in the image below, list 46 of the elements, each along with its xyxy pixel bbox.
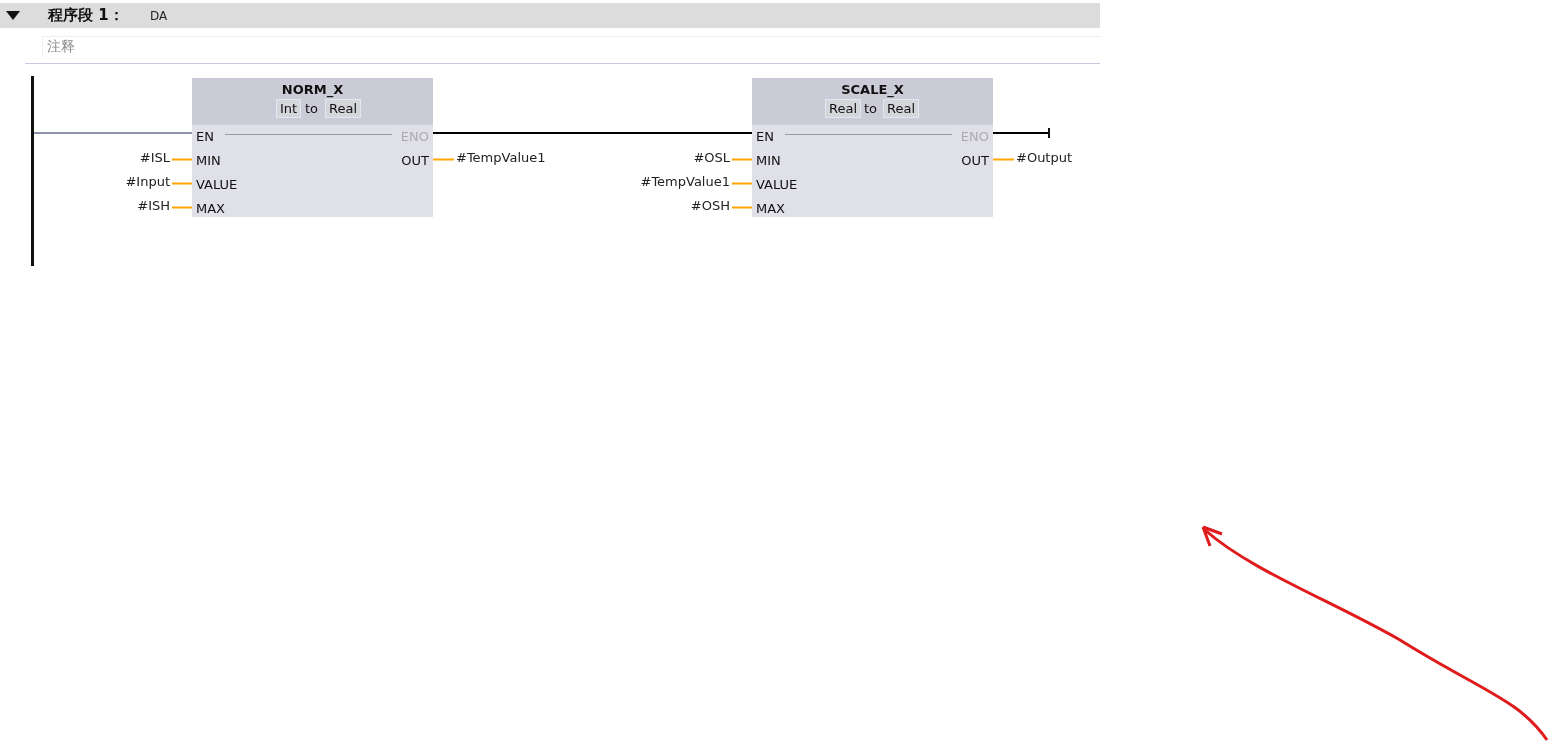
pin-label: EN [196,129,214,145]
wire [992,132,1049,134]
type-separator: to [305,101,319,117]
wire [731,182,753,185]
operand-label: #ISH [100,198,170,215]
wire [432,132,753,134]
pin-label: MIN [196,153,221,169]
data-type-field: Int [276,99,302,118]
power-rail [31,76,34,266]
wire [432,158,455,161]
pin-label: VALUE [196,177,238,193]
network-number: 程序段 1： [48,6,124,25]
operand-label: #OSH [620,198,730,215]
type-separator: to [864,101,878,117]
wire [171,206,193,209]
function-block [192,78,433,217]
wire [171,182,193,185]
pin-label: VALUE [756,177,798,193]
wire [171,158,193,161]
function-block [752,78,993,217]
wire [992,158,1015,161]
data-type-field: Real [883,99,920,118]
pin-label: EN [756,129,774,145]
operand-label: #TempValue1 [456,150,546,167]
operand-label: #Output [1016,150,1073,167]
rung-end-mark [1048,128,1050,138]
operand-label: #ISL [100,150,170,167]
pin-label: MIN [756,153,781,169]
block-title: NORM_X [281,82,344,98]
operand-label: #Input [100,174,170,191]
data-type-field: Real [825,99,862,118]
pin-label: ENO [400,129,429,145]
operand-label: #OSL [620,150,730,167]
pin-label: MAX [756,201,785,217]
network-title: DA [150,9,168,23]
pin-label: OUT [401,153,429,169]
pin-label: OUT [961,153,989,169]
operand-label: #TempValue1 [620,174,730,191]
wire [731,158,753,161]
wire [731,206,753,209]
comment-field: 注释 [42,36,1100,58]
pin-label: MAX [196,201,225,217]
pin-label: ENO [960,129,989,145]
wire [33,132,193,134]
block-title: SCALE_X [841,82,904,98]
data-type-field: Real [325,99,362,118]
